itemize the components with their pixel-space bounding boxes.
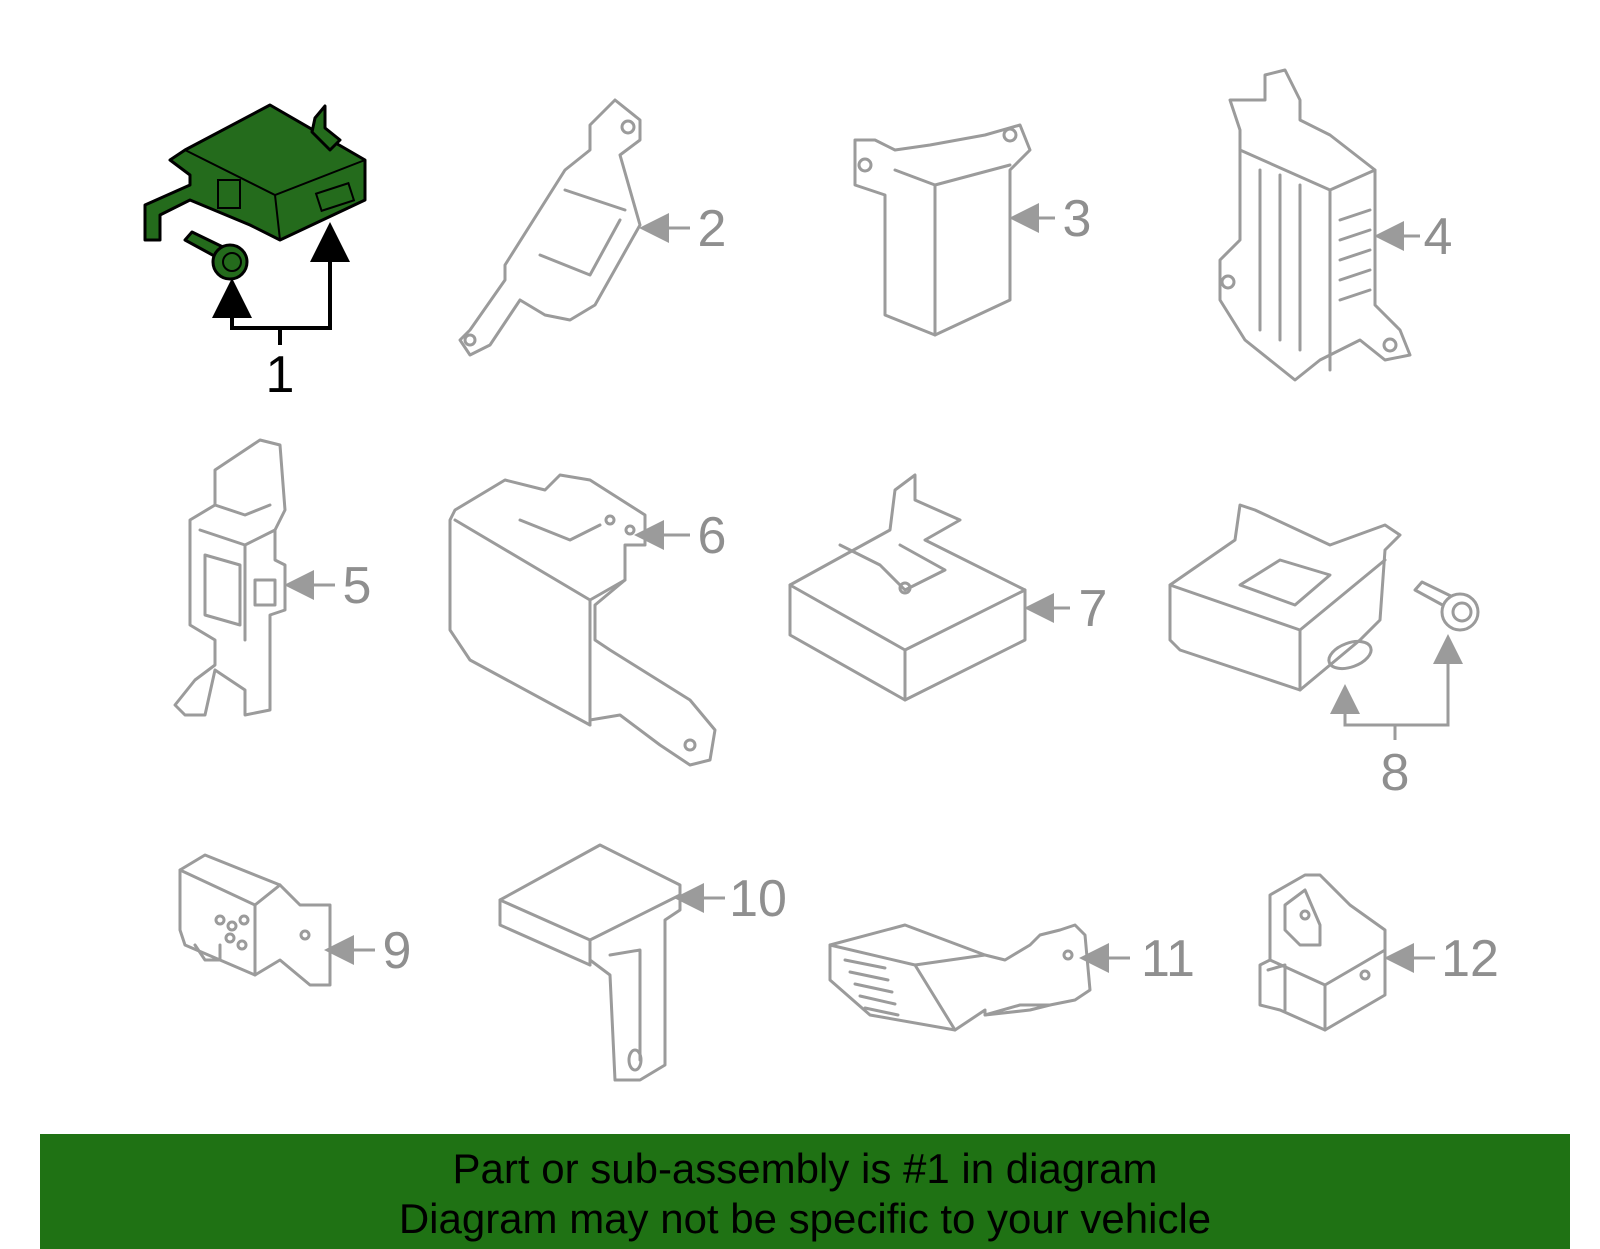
part-2-module[interactable] <box>458 98 642 357</box>
part-5-sensor-bracket[interactable] <box>173 438 287 717</box>
part-3-module[interactable] <box>853 123 1032 337</box>
part-1-screw[interactable] <box>183 230 249 281</box>
callout-5: 5 <box>343 557 372 615</box>
callout-9: 9 <box>383 922 412 980</box>
callout-3: 3 <box>1063 190 1092 248</box>
part-12-sensor[interactable] <box>1258 873 1387 1032</box>
part-9-sensor[interactable] <box>178 853 332 987</box>
part-4-junction-block[interactable] <box>1218 68 1412 382</box>
part-1-control-module[interactable] <box>143 103 367 242</box>
callout-2: 2 <box>698 200 727 258</box>
part-8-module[interactable] <box>1168 503 1402 692</box>
callout-8: 8 <box>1381 744 1410 802</box>
banner-line-1: Part or sub-assembly is #1 in diagram <box>452 1145 1158 1192</box>
callout-11: 11 <box>1141 930 1195 988</box>
callout-12: 12 <box>1441 930 1499 988</box>
info-banner: Part or sub-assembly is #1 in diagram Di… <box>40 1134 1570 1249</box>
callout-4: 4 <box>1424 208 1453 266</box>
callout-7: 7 <box>1079 580 1108 638</box>
part-10-module[interactable] <box>498 843 682 1082</box>
part-11-module[interactable] <box>828 923 1092 1032</box>
callout-6: 6 <box>698 507 727 565</box>
part-6-module[interactable] <box>448 473 717 767</box>
part-7-module[interactable] <box>788 473 1027 702</box>
part-8-screw[interactable] <box>1413 580 1480 632</box>
callout-1: 1 <box>266 346 295 404</box>
banner-line-2: Diagram may not be specific to your vehi… <box>398 1195 1212 1242</box>
callout-10: 10 <box>729 870 787 928</box>
